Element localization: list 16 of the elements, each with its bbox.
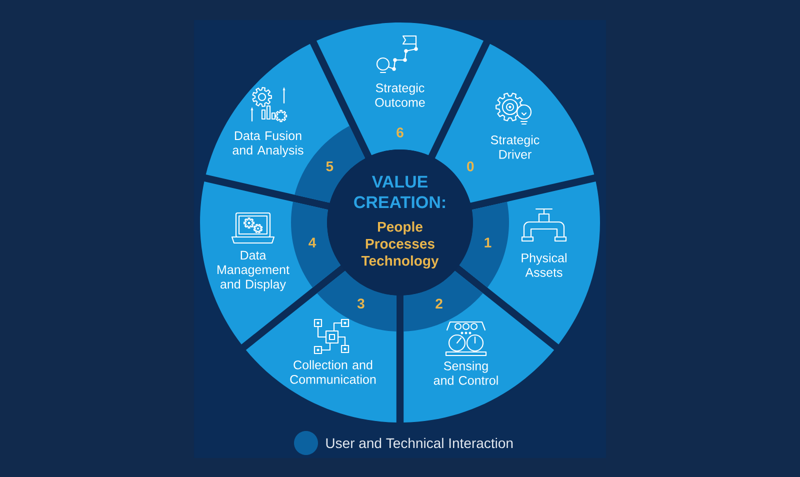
node-label: 1 [484, 238, 492, 248]
node-label: 6 [396, 128, 404, 138]
legend-label: User and Technical Interaction [326, 438, 513, 448]
node-label: Physical Assets [522, 253, 566, 277]
node-label: 4 [308, 238, 316, 248]
node-label: 0 [467, 161, 474, 172]
node-label: 3 [357, 298, 364, 309]
node-label: 2 [436, 298, 442, 308]
node-label: 5 [326, 162, 334, 172]
node-label: Collection and Communication [290, 360, 376, 384]
node-label: Sensing and Control [434, 361, 498, 385]
node-label: Data Management and Display [218, 250, 290, 292]
node-label: Strategic Outcome [375, 83, 425, 107]
node-label: Data Fusion and Analysis [232, 130, 304, 158]
wheel-segment: Strategic Outcome 6 [316, 22, 484, 156]
node-label: Strategic Driver [490, 135, 540, 159]
